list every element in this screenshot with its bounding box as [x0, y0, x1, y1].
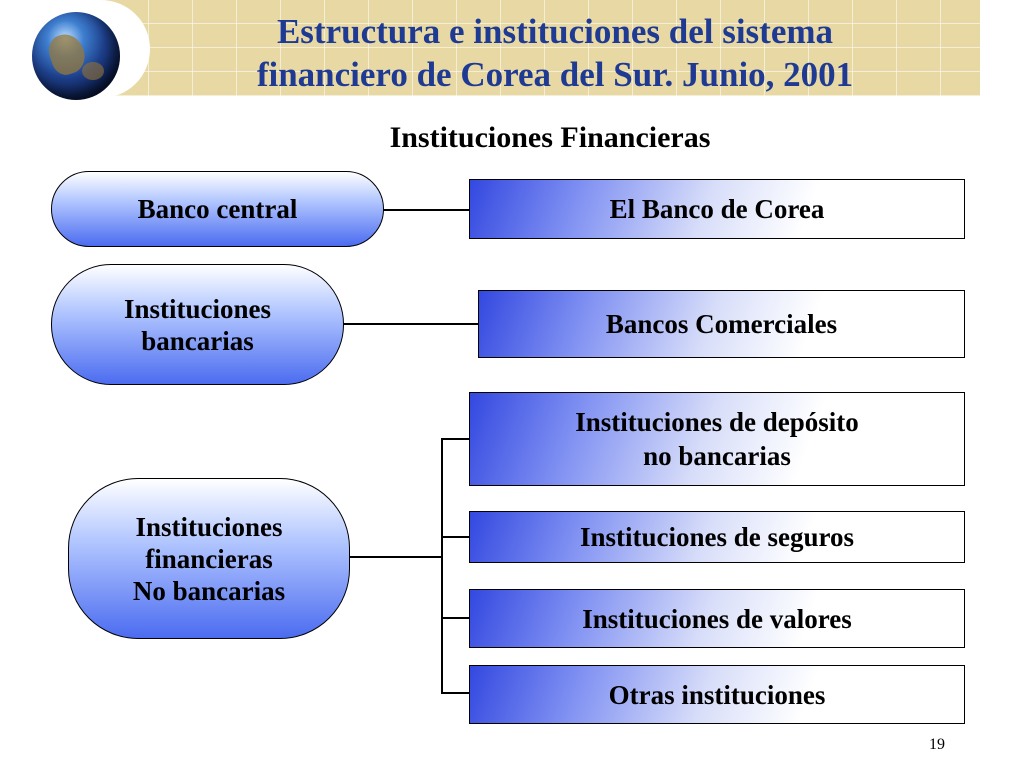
- slide-title-line2: financiero de Corea del Sur. Junio, 2001: [256, 55, 854, 94]
- box-bancos-comerciales: Bancos Comerciales: [478, 290, 965, 358]
- node-instituciones-financieras-no-bancarias: Instituciones financieras No bancarias: [68, 478, 350, 639]
- node-instituciones-bancarias: Instituciones bancarias: [51, 264, 344, 385]
- node-instituciones-bancarias-line1: Instituciones: [123, 293, 272, 324]
- node-financieras-line3: No bancarias: [132, 575, 286, 606]
- node-banco-central: Banco central: [51, 171, 384, 247]
- title-banner: [0, 0, 1024, 100]
- node-financieras-line1: Instituciones: [135, 511, 283, 542]
- node-instituciones-bancarias-line2: bancarias: [141, 325, 254, 356]
- box-seguros-label: Instituciones de seguros: [579, 522, 855, 552]
- slide-title: Estructura e instituciones del sistema f…: [150, 10, 960, 96]
- box-instituciones-seguros: Instituciones de seguros: [469, 511, 965, 563]
- box-valores-label: Instituciones de valores: [582, 603, 852, 634]
- slide-title-line1: Estructura e instituciones del sistema: [276, 12, 834, 51]
- diagram-subtitle: Instituciones Financieras: [389, 121, 711, 154]
- box-otras-label: Otras instituciones: [608, 679, 826, 710]
- connector-financieras-stub: [349, 556, 442, 558]
- banner-grid-background: [60, 0, 980, 96]
- globe-icon: [32, 12, 120, 100]
- connector-branch-seguros: [441, 536, 470, 538]
- box-instituciones-valores: Instituciones de valores: [469, 589, 965, 648]
- page-number: 19: [929, 736, 945, 753]
- connector-branch-otras: [441, 692, 470, 694]
- node-financieras-line2: financieras: [145, 543, 273, 574]
- connector-branch-deposito: [441, 438, 470, 440]
- connector-branch-valores: [441, 617, 470, 619]
- box-deposito-line1: Instituciones de depósito: [575, 407, 859, 437]
- box-otras-instituciones: Otras instituciones: [469, 665, 965, 724]
- box-banco-de-corea-label: El Banco de Corea: [609, 194, 825, 224]
- box-bancos-comerciales-label: Bancos Comerciales: [605, 309, 838, 339]
- connector-banco-central: [383, 209, 470, 211]
- connector-vertical-bracket: [441, 438, 443, 694]
- box-deposito-line2: no bancarias: [643, 441, 791, 471]
- box-banco-de-corea: El Banco de Corea: [469, 179, 965, 239]
- box-instituciones-deposito: Instituciones de depósito no bancarias: [469, 392, 965, 486]
- connector-instituciones-bancarias: [343, 323, 478, 325]
- node-banco-central-label: Banco central: [137, 194, 298, 224]
